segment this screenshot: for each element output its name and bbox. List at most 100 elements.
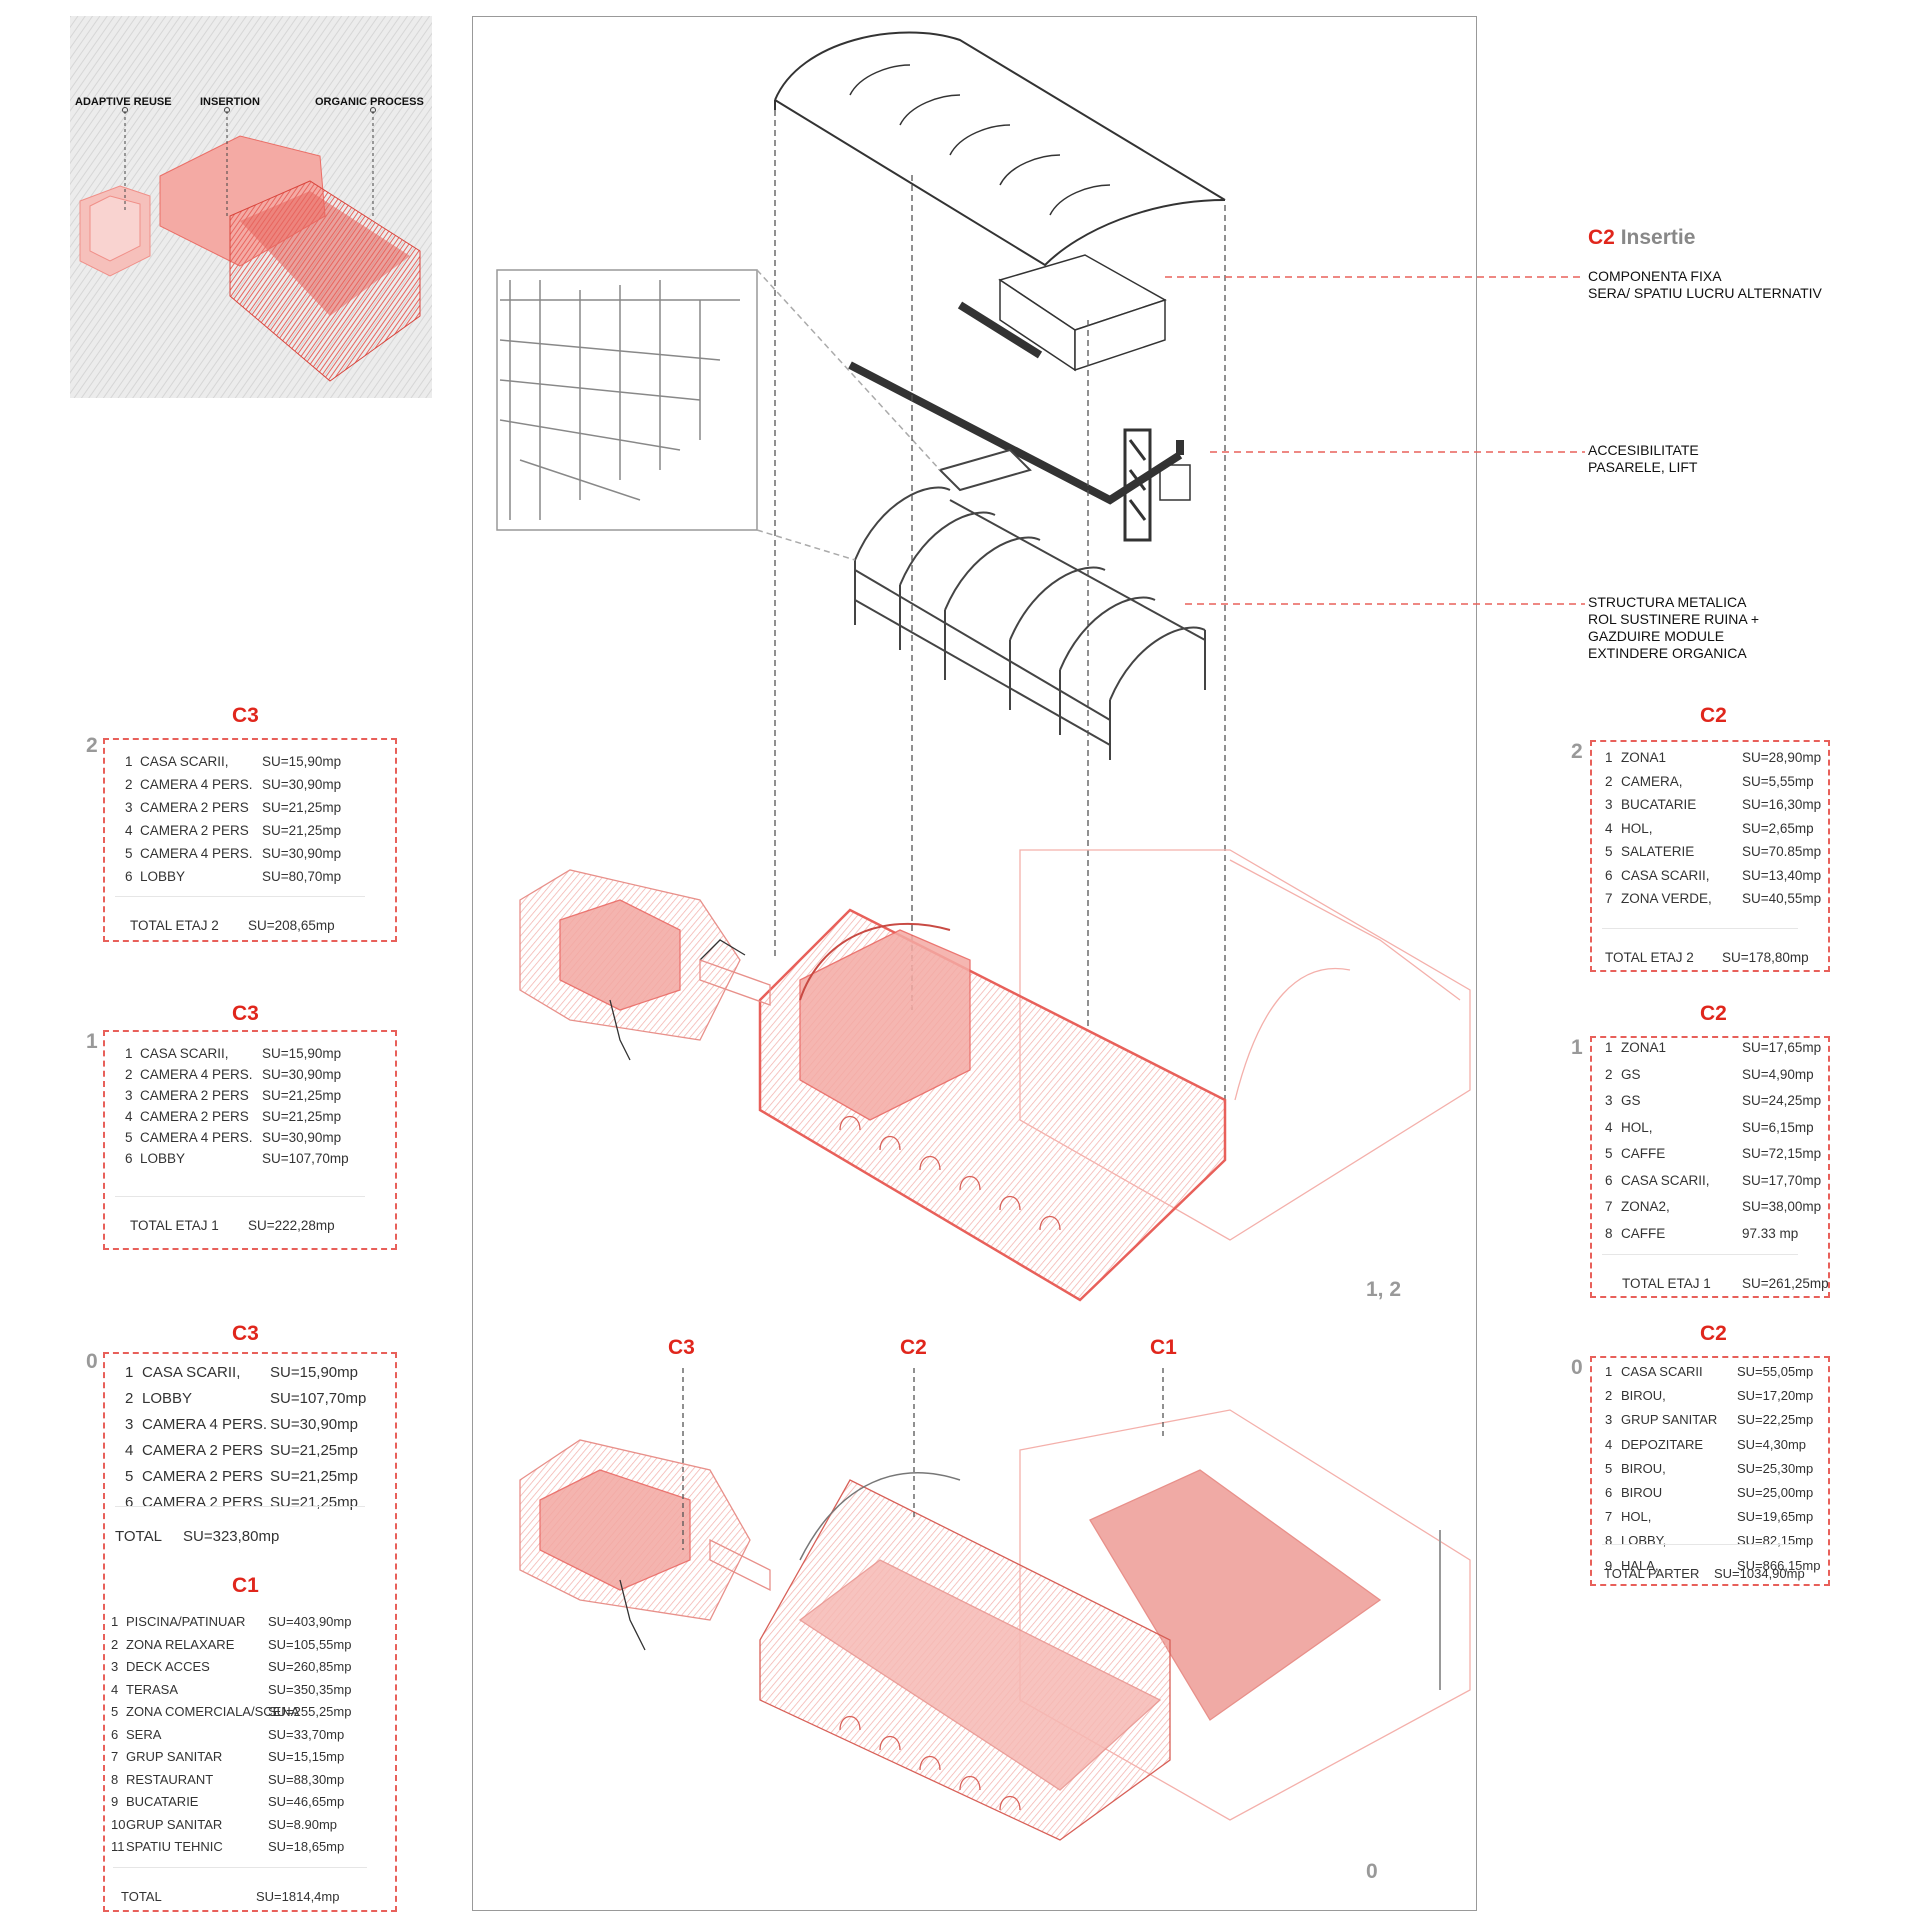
row-room: CAMERA 2 PERS: [140, 1109, 249, 1124]
total-area: SU=323,80mp: [183, 1528, 280, 1545]
insertion-title: C2 Insertie: [1588, 226, 1695, 250]
row-room: ZONA2,: [1621, 1199, 1670, 1214]
c2-etaj2-table-level: 2: [1571, 740, 1583, 763]
row-room: CAMERA 4 PERS.: [140, 777, 253, 792]
row-area: SU=17,20mp: [1737, 1388, 1814, 1404]
total-label: TOTAL ETAJ 2: [130, 918, 219, 933]
row-number: 3: [1605, 797, 1613, 812]
row-room: CASA SCARII,: [1621, 1172, 1710, 1188]
total-area: SU=1034,90mp: [1714, 1566, 1805, 1581]
row-room: SALATERIE: [1621, 844, 1695, 859]
row-area: SU=70.85mp: [1742, 844, 1822, 859]
total-area: SU=178,80mp: [1722, 950, 1809, 965]
row-number: 5: [125, 846, 133, 861]
row-number: 2: [125, 777, 133, 792]
c3-etaj2-table-level: 2: [86, 734, 98, 757]
concept-thumbnail: ADAPTIVE REUSE INSERTION ORGANIC PROCESS: [70, 16, 432, 398]
table-separator: [115, 1506, 365, 1507]
row-room: HOL,: [1621, 820, 1653, 836]
levels-12-building: [519, 849, 1471, 1302]
row-room: TERASA: [126, 1681, 179, 1697]
row-area: SU=28,90mp: [1742, 750, 1822, 765]
row-area: SU=40,55mp: [1742, 891, 1822, 906]
walkways: [848, 301, 1184, 505]
exploded-axonometric-panel: [472, 16, 1477, 1911]
row-area: SU=350,35mp: [268, 1681, 352, 1697]
c1-parter-table-title: C1: [232, 1574, 259, 1597]
row-room: ZONA COMERCIALA/SCENA: [126, 1704, 300, 1719]
table-separator: [115, 1196, 365, 1197]
row-number: 6: [125, 1494, 134, 1511]
row-area: SU=107,70mp: [262, 1151, 349, 1166]
row-number: 6: [111, 1726, 119, 1742]
row-number: 5: [1605, 844, 1613, 859]
row-room: BUCATARIE: [1621, 797, 1697, 812]
row-area: SU=30,90mp: [262, 846, 342, 861]
table-separator: [1602, 1254, 1798, 1255]
row-number: 8: [111, 1771, 119, 1787]
row-room: BIROU,: [1621, 1388, 1666, 1404]
row-area: SU=80,70mp: [262, 869, 342, 884]
row-area: SU=82,15mp: [1737, 1533, 1814, 1549]
row-room: CAMERA 4 PERS.: [142, 1416, 268, 1433]
row-room: CASA SCARII,: [140, 754, 229, 769]
row-room: HOL,: [1621, 1509, 1652, 1525]
row-area: SU=15,90mp: [262, 754, 342, 769]
row-room: CAFFE: [1621, 1146, 1666, 1161]
row-area: SU=88,30mp: [268, 1771, 345, 1787]
row-area: SU=16,30mp: [1742, 797, 1822, 812]
table-separator: [1602, 928, 1798, 929]
c2-etaj1-table-title: C2: [1700, 1002, 1727, 1025]
row-area: SU=260,85mp: [268, 1659, 352, 1674]
vault-roof: [774, 31, 1226, 267]
row-room: LOBBY: [140, 869, 186, 884]
row-room: LOBBY,: [1621, 1533, 1667, 1549]
row-number: 2: [1605, 1388, 1613, 1404]
row-area: SU=21,25mp: [270, 1442, 358, 1459]
row-area: SU=8.90mp: [268, 1816, 338, 1832]
label-insertion: INSERTION: [200, 96, 260, 108]
row-area: SU=33,70mp: [268, 1726, 345, 1742]
row-area: SU=19,65mp: [1737, 1509, 1814, 1525]
row-number: 6: [125, 869, 133, 884]
row-room: GRUP SANITAR: [126, 1816, 223, 1832]
row-room: CAFFE: [1621, 1225, 1666, 1241]
c2-etaj2-table-title: C2: [1700, 704, 1727, 727]
row-area: SU=17,65mp: [1742, 1040, 1822, 1055]
annotation-fixed-component: COMPONENTA FIXA SERA/ SPATIU LUCRU ALTER…: [1588, 268, 1822, 301]
total-label: TOTAL ETAJ 1: [1622, 1276, 1711, 1291]
row-room: CASA SCARII,: [142, 1364, 241, 1381]
total-label: TOTAL: [115, 1528, 162, 1545]
label-organic-process: ORGANIC PROCESS: [315, 96, 424, 108]
row-number: 1: [1605, 750, 1613, 765]
c2-parter-table-level: 0: [1571, 1356, 1583, 1379]
level-label-1-2: 1, 2: [1366, 1278, 1402, 1301]
row-number: 1: [1605, 1364, 1613, 1379]
row-area: SU=15,15mp: [268, 1749, 345, 1764]
row-area: SU=105,55mp: [268, 1636, 352, 1652]
row-room: ZONA RELAXARE: [126, 1636, 235, 1652]
total-label: TOTAL ETAJ 2: [1605, 950, 1694, 965]
level-label-0: 0: [1366, 1860, 1378, 1883]
row-room: PISCINA/PATINUAR: [126, 1614, 246, 1629]
row-number: 4: [125, 1442, 134, 1459]
row-area: SU=2,65mp: [1742, 820, 1814, 836]
row-area: SU=4,30mp: [1737, 1436, 1807, 1452]
row-number: 5: [111, 1704, 119, 1719]
row-number: 4: [1605, 1436, 1613, 1452]
total-label: TOTAL ETAJ 1: [130, 1218, 219, 1233]
row-number: 9: [1605, 1557, 1613, 1573]
row-number: 7: [1605, 1509, 1613, 1525]
row-number: 3: [125, 1416, 134, 1433]
row-room: GS: [1621, 1093, 1641, 1108]
row-number: 4: [125, 1109, 133, 1124]
row-room: CAMERA 2 PERS: [140, 823, 249, 838]
row-area: SU=13,40mp: [1742, 867, 1822, 883]
total-area: SU=261,25mp: [1742, 1276, 1829, 1291]
row-area: SU=21,25mp: [262, 1088, 342, 1103]
